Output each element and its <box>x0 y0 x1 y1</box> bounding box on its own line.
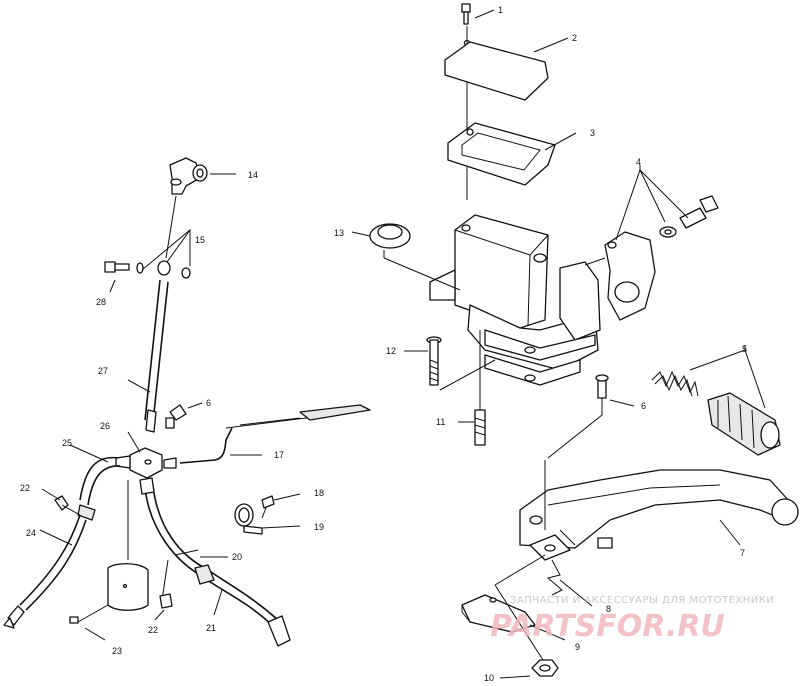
callout-9: 9 <box>575 642 580 652</box>
lower-left-brake-hose <box>3 514 87 629</box>
master-cylinder-assembly <box>351 3 799 679</box>
brake-line-fitting <box>165 402 203 429</box>
callout-3: 3 <box>590 128 595 138</box>
brake-light-switch <box>461 554 566 661</box>
callout-27: 27 <box>98 366 108 376</box>
mounting-bolt-long <box>404 336 496 391</box>
handlebar-clamp <box>584 231 656 321</box>
callout-20: 20 <box>232 552 242 562</box>
callout-1: 1 <box>498 5 503 15</box>
callout-6-right: 6 <box>641 401 646 411</box>
brake-lever <box>519 469 799 549</box>
callout-19: 19 <box>314 522 324 532</box>
reservoir-cover <box>444 37 569 101</box>
retainer-screw <box>261 493 301 519</box>
rigid-brake-pipe <box>179 404 371 464</box>
reservoir-cap <box>351 223 461 291</box>
callout-4: 4 <box>636 157 641 167</box>
hose-clip-left <box>41 488 81 516</box>
brake-line-tee <box>165 157 236 259</box>
callout-labels: 1 2 3 4 5 6 7 8 9 10 11 12 13 14 15 17 1… <box>20 5 747 683</box>
callout-22-upper: 22 <box>20 483 30 493</box>
callout-13: 13 <box>334 228 344 238</box>
junction-block <box>115 431 177 479</box>
callout-15: 15 <box>195 235 205 245</box>
upper-brake-hose <box>127 279 169 433</box>
callout-28: 28 <box>96 297 106 307</box>
banjo-bolt-washers <box>104 228 191 293</box>
pivot-pin <box>547 374 635 459</box>
lock-nut <box>499 659 559 679</box>
callout-17: 17 <box>274 450 284 460</box>
watermark-logo: PARTSFOR.RU <box>490 609 725 644</box>
piston-spring-kit <box>651 345 781 456</box>
cover-screw <box>461 3 495 25</box>
brake-line-assembly <box>3 157 371 647</box>
callout-22-lower: 22 <box>148 625 158 635</box>
callout-5: 5 <box>742 344 747 354</box>
callout-23: 23 <box>112 646 122 656</box>
callout-25: 25 <box>62 438 72 448</box>
left-brake-hose <box>69 444 121 521</box>
callout-6-left: 6 <box>206 398 211 408</box>
callout-14: 14 <box>248 170 258 180</box>
callout-18: 18 <box>314 488 324 498</box>
watermark-tagline: ЗАПЧАСТИ И АКСЕССУАРЫ ДЛЯ МОТОТЕХНИКИ <box>510 595 774 606</box>
master-cylinder-body <box>429 214 601 386</box>
callout-10: 10 <box>484 673 494 683</box>
hose-retainer-clip <box>234 503 301 535</box>
clamp-bolt-washer <box>615 165 719 241</box>
callout-8: 8 <box>606 604 611 614</box>
callout-21: 21 <box>206 623 216 633</box>
reservoir-diaphragm <box>447 122 577 186</box>
lever-spring <box>529 460 593 607</box>
callout-11: 11 <box>436 417 445 427</box>
hose-clamp <box>154 549 228 621</box>
watermark: ЗАПЧАСТИ И АКСЕССУАРЫ ДЛЯ МОТОТЕХНИКИ PA… <box>490 595 774 644</box>
callout-12: 12 <box>386 346 396 356</box>
callout-2: 2 <box>572 33 577 43</box>
caliper-cover-plate <box>69 480 149 641</box>
callout-24: 24 <box>26 528 36 538</box>
mounting-bolt-short <box>458 330 486 446</box>
callout-7: 7 <box>740 548 745 558</box>
callout-26: 26 <box>100 421 110 431</box>
